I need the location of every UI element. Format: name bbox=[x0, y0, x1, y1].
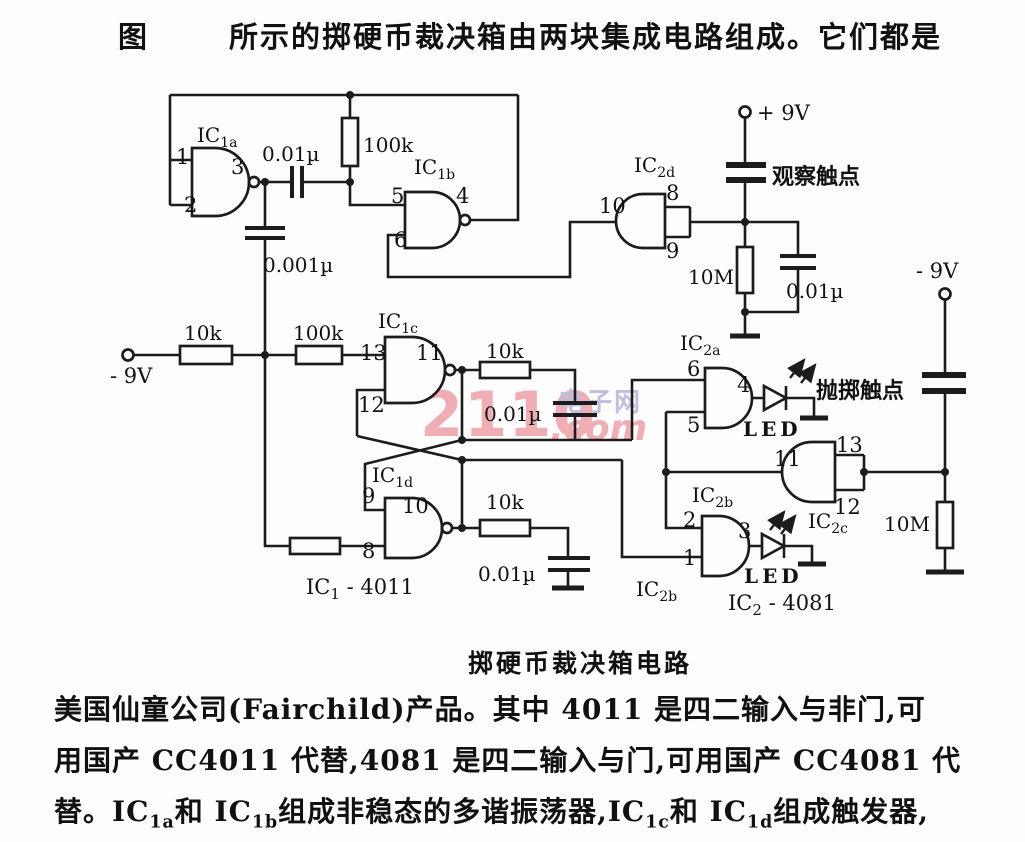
gate-ic1a bbox=[190, 146, 261, 218]
capacitor-001u-qb bbox=[548, 556, 590, 572]
pin-ic2a-6: 6 bbox=[687, 357, 700, 381]
resistor-100k-osc bbox=[340, 116, 360, 168]
pin-ic2b-3: 3 bbox=[738, 519, 751, 543]
circuit-caption: 掷硬币裁决箱电路 bbox=[468, 649, 693, 678]
gate-ic2b bbox=[700, 514, 751, 578]
capacitor-001u-observe bbox=[780, 254, 816, 270]
label-toss-contact: 抛掷触点 bbox=[816, 378, 904, 404]
label-ic1c: IC1c bbox=[378, 309, 418, 337]
pin-ic2a-5: 5 bbox=[687, 413, 700, 437]
label-chip1: IC1 - 4011 bbox=[306, 575, 414, 603]
value-c-q: 0.01µ bbox=[484, 402, 542, 426]
label-left-9v: - 9V bbox=[110, 364, 153, 388]
value-r-qb: 10k bbox=[486, 490, 524, 514]
led-1 bbox=[762, 358, 817, 413]
gate-ic2c bbox=[780, 440, 837, 504]
toss-contact[interactable] bbox=[922, 372, 966, 394]
led-2 bbox=[760, 510, 797, 561]
label-ic2b-bottom: IC2b bbox=[636, 577, 677, 605]
top-text: 所示的掷硬币裁决箱由两块集成电路组成。它们都是 bbox=[229, 20, 943, 54]
pin-ic2b-2: 2 bbox=[683, 508, 696, 532]
pin-ic1d-10: 10 bbox=[402, 494, 429, 518]
pin-ic1c-13: 13 bbox=[360, 341, 387, 365]
resistor-10m-observe bbox=[735, 245, 755, 295]
label-right-minus9v: - 9V bbox=[916, 259, 959, 283]
paragraph-line-1: 美国仙童公司(Fairchild)产品。其中 4011 是四二输入与非门,可 bbox=[54, 693, 926, 726]
resistor-10k-left bbox=[178, 344, 234, 366]
pin-ic2c-13: 13 bbox=[836, 433, 863, 457]
pin-ic1a-2: 2 bbox=[184, 193, 197, 217]
gate-ic2a bbox=[703, 366, 754, 430]
value-c-obs: 0.01µ bbox=[786, 279, 844, 303]
resistor-ff-input bbox=[288, 536, 342, 556]
pin-ic1b-4: 4 bbox=[456, 184, 469, 208]
pin-ic1a-1: 1 bbox=[176, 145, 189, 169]
capacitor-001u-osc bbox=[290, 166, 304, 198]
pin-ic2a-4: 4 bbox=[737, 373, 750, 397]
label-observe-contact: 观察触点 bbox=[772, 164, 860, 190]
top-text-line: 图 所示的掷硬币裁决箱由两块集成电路组成。它们都是 bbox=[118, 14, 942, 56]
pin-ic1c-12: 12 bbox=[358, 393, 385, 417]
value-r-mid: 100k bbox=[293, 321, 344, 345]
label-ic2a: IC2a bbox=[680, 331, 720, 359]
pin-ic2c-11: 11 bbox=[774, 447, 801, 471]
label-led2: LED bbox=[744, 564, 803, 588]
gate-ic1d bbox=[383, 496, 454, 560]
label-led1: LED bbox=[743, 417, 802, 441]
value-r-toss: 10M bbox=[884, 512, 930, 536]
paragraph-line-2: 用国产 CC4011 代替,4081 是四二输入与门,可用国产 CC4081 代 bbox=[54, 744, 962, 777]
capacitor-001u-q bbox=[553, 401, 597, 417]
resistor-10k-qb bbox=[478, 518, 532, 538]
pin-ic2b-1: 1 bbox=[683, 546, 696, 570]
pin-ic2c-12: 12 bbox=[834, 495, 861, 519]
pin-ic1b-5: 5 bbox=[391, 184, 404, 208]
label-ic2b-top: IC2b bbox=[692, 483, 733, 511]
label-ic2d: IC2d bbox=[634, 153, 675, 181]
body-paragraph: 美国仙童公司(Fairchild)产品。其中 4011 是四二输入与非门,可 用… bbox=[54, 684, 1004, 837]
terminal-left-9v[interactable] bbox=[121, 348, 135, 362]
pin-ic2d-10: 10 bbox=[599, 194, 626, 218]
value-c-osc: 0.01µ bbox=[262, 142, 320, 166]
label-ic1d: IC1d bbox=[372, 463, 413, 491]
value-r-q: 10k bbox=[486, 339, 524, 363]
gate-ic1b bbox=[403, 190, 472, 250]
ground-symbols bbox=[552, 333, 964, 591]
observe-contact[interactable] bbox=[726, 162, 766, 183]
label-ic1b: IC1b bbox=[414, 155, 455, 183]
value-c-small: 0.001µ bbox=[263, 253, 333, 277]
gate-ic2d bbox=[614, 192, 667, 250]
resistor-10k-q bbox=[478, 360, 532, 380]
pin-ic1d-8: 8 bbox=[362, 539, 375, 563]
terminal-right-minus9v[interactable] bbox=[938, 287, 952, 301]
label-top-plus9v: + 9V bbox=[757, 101, 811, 125]
value-c-qb: 0.01µ bbox=[478, 562, 536, 586]
resistor-100k-mid bbox=[294, 344, 344, 366]
pin-ic1d-9: 9 bbox=[362, 484, 375, 508]
value-r-left: 10k bbox=[184, 321, 222, 345]
label-chip2: IC2 - 4081 bbox=[728, 591, 836, 619]
terminal-top-plus9v[interactable] bbox=[738, 105, 752, 119]
figure-label: 图 bbox=[118, 20, 150, 54]
pin-ic2d-9: 9 bbox=[666, 239, 679, 263]
value-r-obs: 10M bbox=[688, 265, 734, 289]
value-r-osc: 100k bbox=[363, 133, 414, 157]
paragraph-line-3: 替。IC1a和 IC1b组成非稳态的多谐振荡器,IC1c和 IC1d组成触发器, bbox=[54, 795, 929, 833]
pin-ic1a-3: 3 bbox=[231, 155, 244, 179]
junction-dots bbox=[261, 91, 949, 532]
gate-ic1c bbox=[383, 335, 457, 405]
label-ic1a: IC1a bbox=[197, 123, 237, 151]
pin-ic1b-6: 6 bbox=[394, 228, 407, 252]
label-ic2c: IC2c bbox=[808, 509, 848, 537]
pin-ic1c-11: 11 bbox=[416, 341, 443, 365]
capacitor-0001u bbox=[245, 226, 285, 240]
pin-ic2d-8: 8 bbox=[666, 181, 679, 205]
resistor-10m-toss bbox=[935, 500, 955, 550]
